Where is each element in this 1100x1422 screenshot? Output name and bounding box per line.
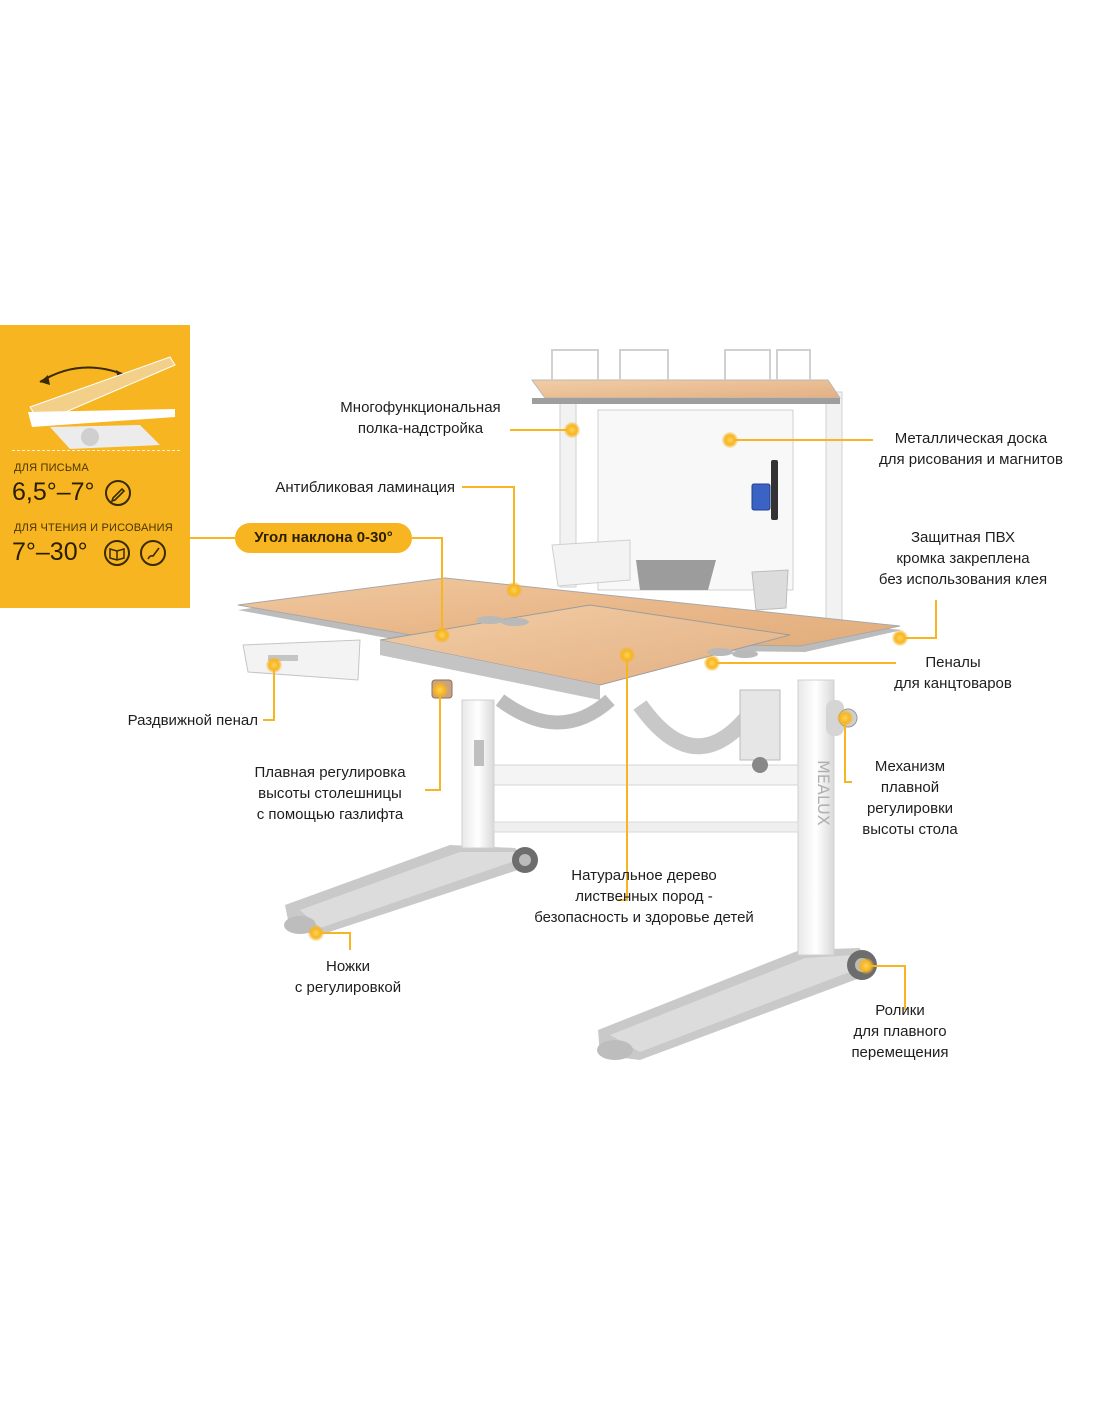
- writing-caption: ДЛЯ ПИСЬМА: [14, 462, 89, 474]
- writing-angle: 6,5°–7°: [12, 478, 95, 506]
- brush-icon: [140, 540, 166, 566]
- callout-drawer: Раздвижной пенал: [127, 712, 258, 729]
- panel-divider: [12, 450, 180, 451]
- reading-caption: ДЛЯ ЧТЕНИЯ И РИСОВАНИЯ: [14, 522, 173, 534]
- pen-icon: [105, 480, 131, 506]
- reading-angle: 7°–30°: [12, 538, 88, 566]
- brand-mark: MEALUX: [814, 760, 833, 826]
- desktop: [237, 577, 902, 700]
- callout-dots: [266, 422, 908, 974]
- leader-lines: [190, 429, 937, 1010]
- left-foot: [284, 845, 538, 935]
- tilt-info-panel: ДЛЯ ПИСЬМА 6,5°–7° ДЛЯ ЧТЕНИЯ И РИСОВАНИ…: [0, 325, 190, 608]
- tilt-angle-pill: Угол наклона 0-30°: [235, 523, 412, 553]
- callout-lamination: Антибликовая ламинация: [275, 479, 455, 496]
- book-icon: [104, 540, 130, 566]
- tilting-top-illustration: [28, 356, 176, 449]
- hutch: [531, 349, 843, 623]
